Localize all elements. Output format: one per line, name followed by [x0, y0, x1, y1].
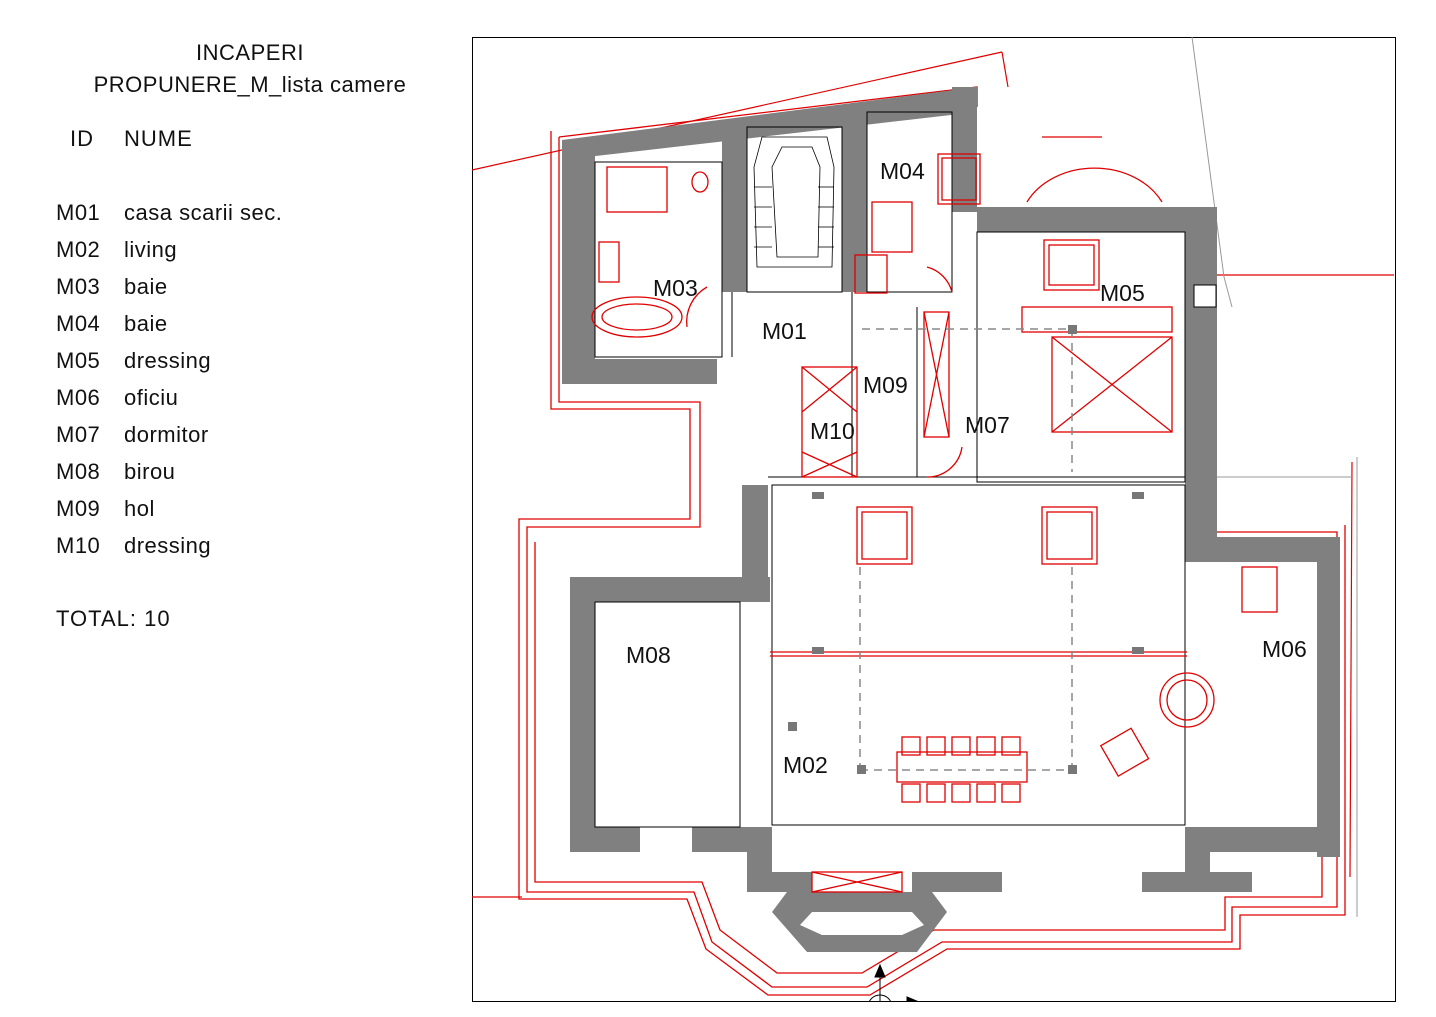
room-name: birou: [124, 459, 176, 484]
room-name: oficiu: [124, 385, 179, 410]
room-name: dressing: [124, 533, 212, 558]
room-name: baie: [124, 274, 168, 299]
room-label-m01: M01: [762, 318, 807, 344]
room-label-m10: M10: [810, 418, 855, 444]
room-id: M05: [56, 348, 101, 373]
room-name: dormitor: [124, 422, 209, 447]
room-label-m03: M03: [653, 275, 698, 301]
rooms-total: TOTAL: 10: [56, 606, 171, 631]
room-label-m07: M07: [965, 412, 1010, 438]
north-arrow-icon: [868, 963, 921, 1002]
room-id: M04: [56, 311, 101, 336]
partitions: [594, 111, 1186, 828]
floor-plan: M01 M02 M03 M04 M05 M06 M07 M08 M09 M10: [472, 37, 1396, 1002]
room-id: M07: [56, 422, 101, 447]
furniture: [591, 153, 1278, 893]
site-lines: [472, 51, 1394, 898]
room-id: M08: [56, 459, 101, 484]
header-id: ID: [70, 126, 94, 151]
room-label-m06: M06: [1262, 636, 1307, 662]
room-name: casa scarii sec.: [124, 200, 283, 225]
neighbour-lines: [1191, 37, 1358, 917]
room-name: hol: [124, 496, 155, 521]
legend-subtitle: PROPUNERE_M_lista camere: [93, 72, 407, 97]
column-markers: [788, 284, 1217, 774]
room-id: M03: [56, 274, 101, 299]
walls: [562, 87, 1340, 952]
header-name: NUME: [124, 126, 193, 151]
room-name: living: [124, 237, 178, 262]
room-id: M09: [56, 496, 101, 521]
room-label-m05: M05: [1100, 280, 1145, 306]
beam-lines: [859, 328, 1073, 772]
room-id: M01: [56, 200, 101, 225]
staircase: [753, 136, 835, 268]
room-id: M06: [56, 385, 101, 410]
room-label-m04: M04: [880, 158, 925, 184]
room-label-m08: M08: [626, 642, 671, 668]
room-name: baie: [124, 311, 168, 336]
room-label-m09: M09: [863, 372, 908, 398]
legend-title: INCAPERI: [196, 40, 304, 65]
room-label-m02: M02: [783, 752, 828, 778]
room-id: M02: [56, 237, 101, 262]
room-id: M10: [56, 533, 101, 558]
floor-plan-drawing: M01 M02 M03 M04 M05 M06 M07 M08 M09 M10: [472, 37, 1396, 1002]
room-legend: INCAPERI PROPUNERE_M_lista camere ID NUM…: [0, 0, 470, 700]
room-name: dressing: [124, 348, 212, 373]
